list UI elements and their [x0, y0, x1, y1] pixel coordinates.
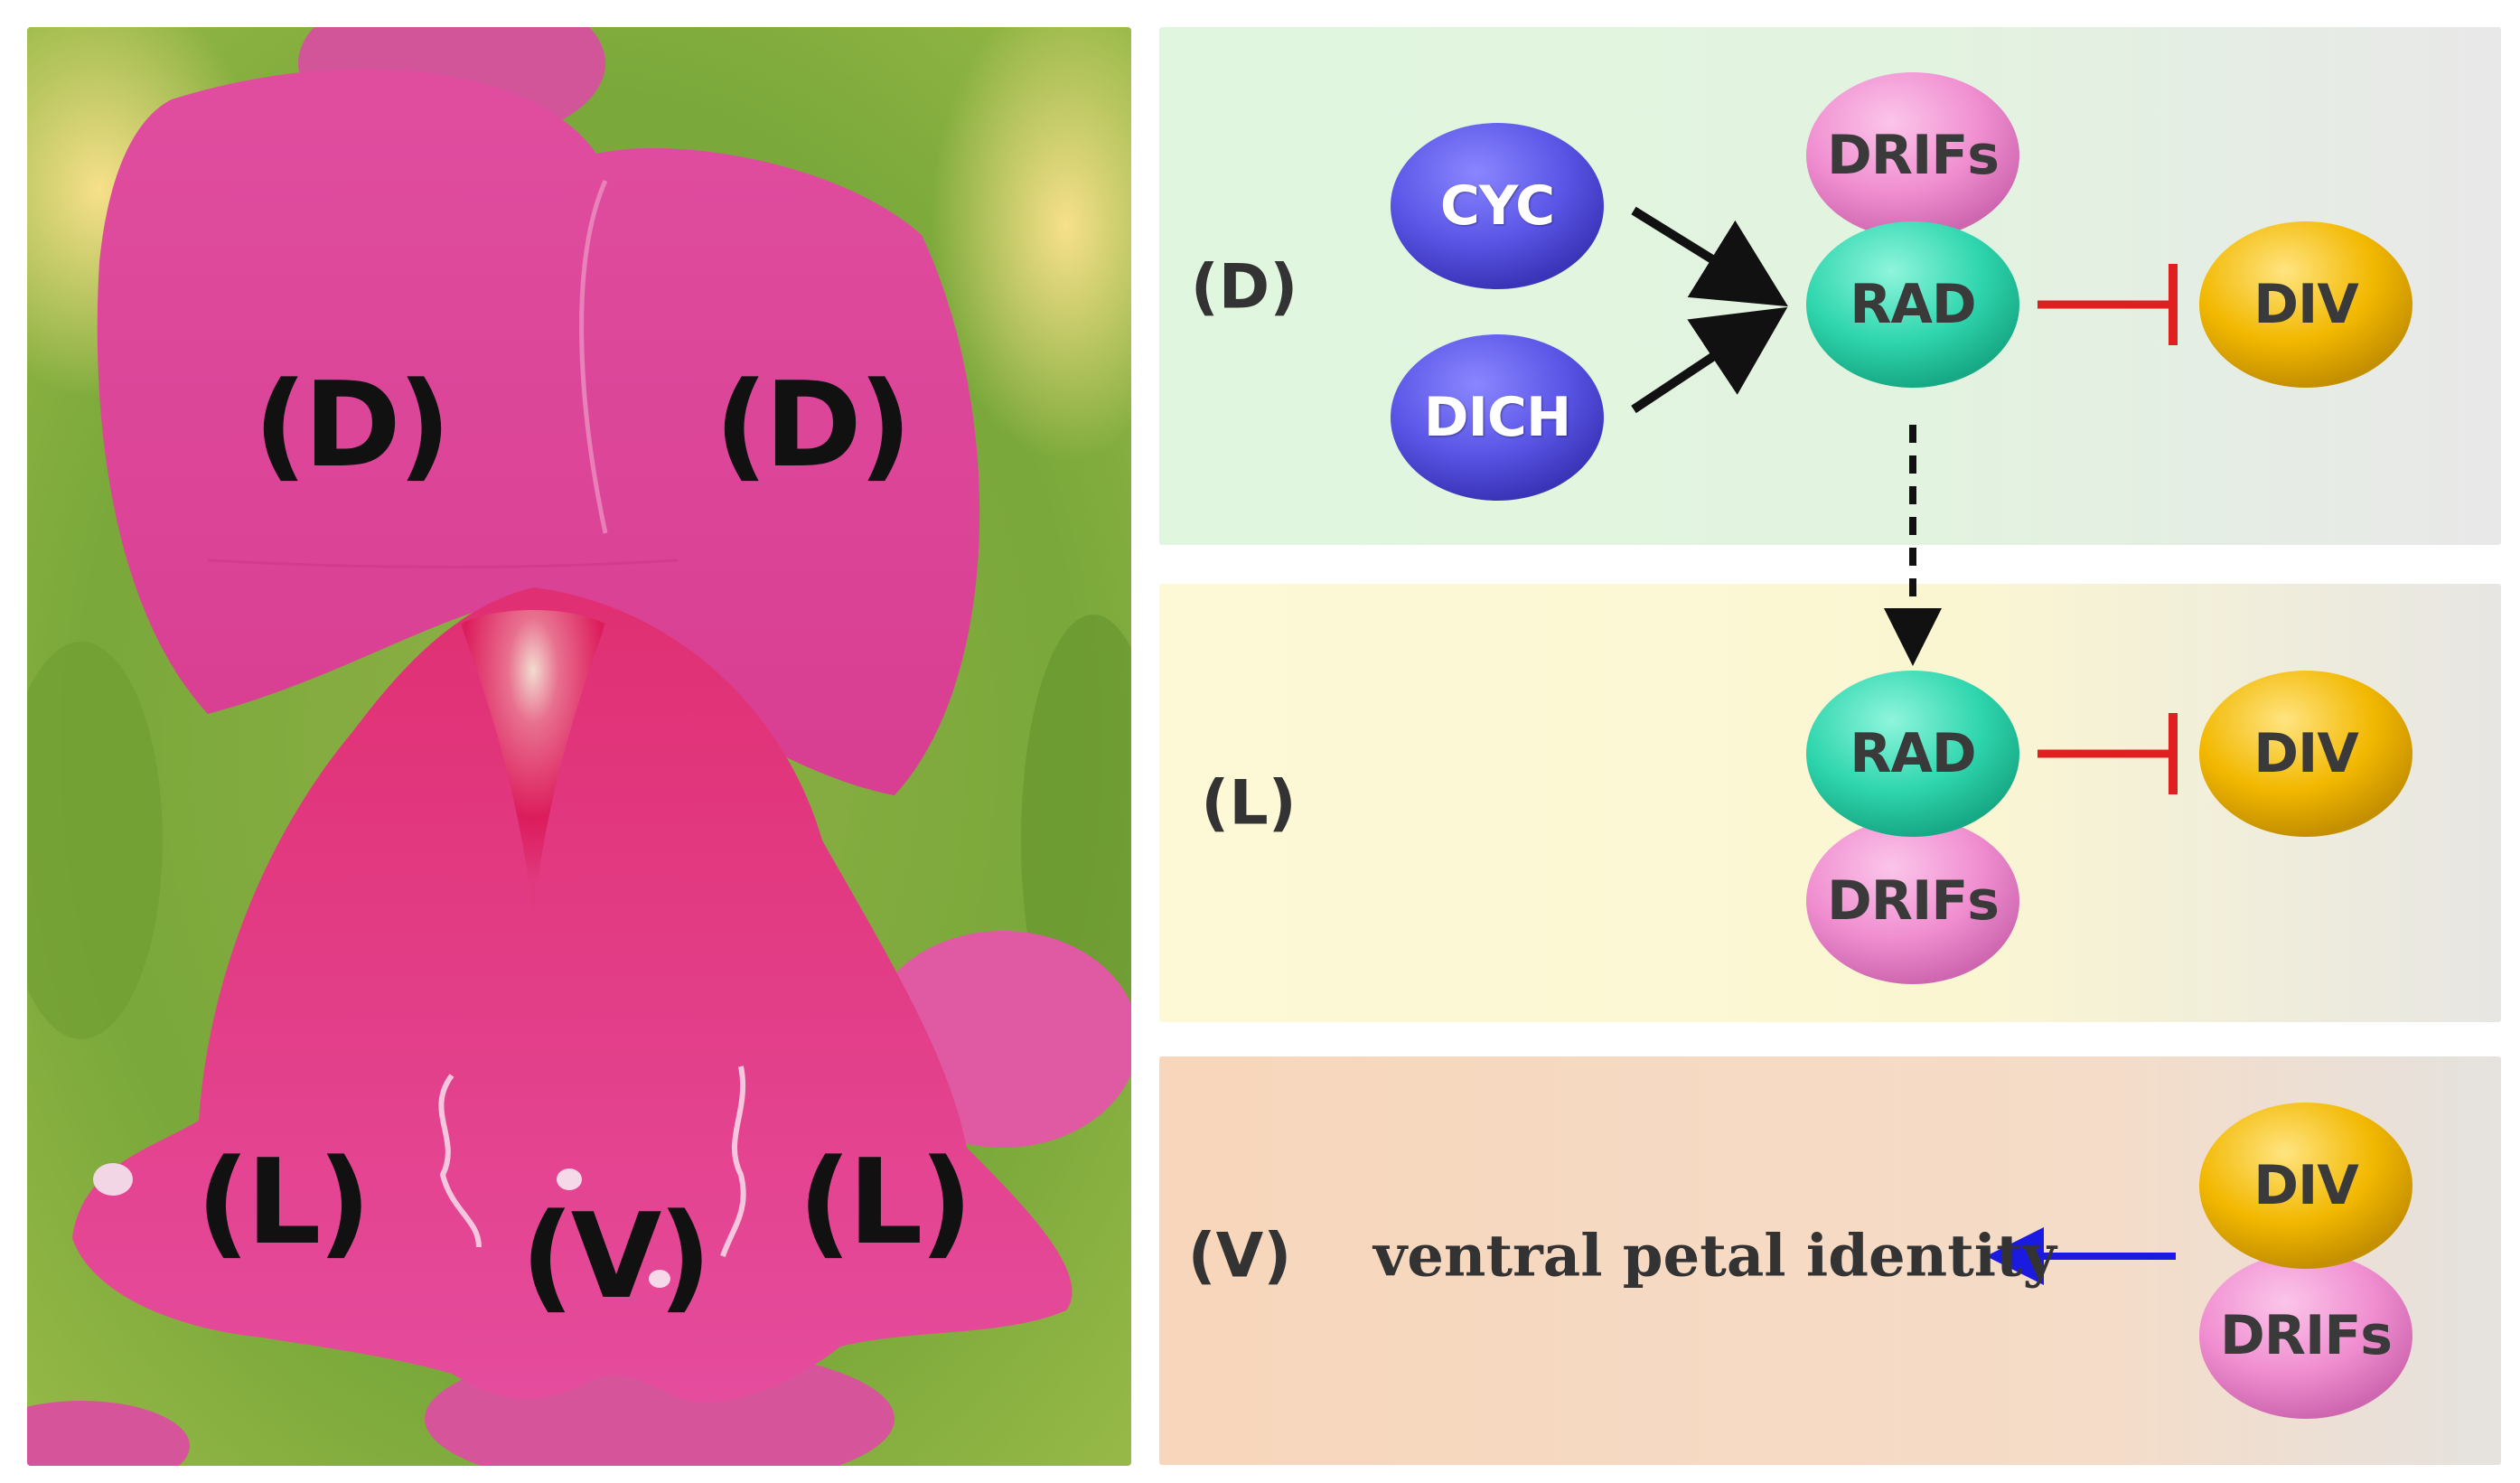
node-drifs-lateral: [1806, 818, 2019, 984]
photo-label-ventral: (V): [520, 1187, 711, 1325]
photo-label-lateral-right: (L): [798, 1133, 973, 1271]
flower-illustration: [27, 27, 1131, 1466]
node-label-dich: DICH: [1423, 386, 1571, 449]
node-drifs-ventral: [2199, 1253, 2412, 1419]
node-rad-dorsal: [1806, 221, 2019, 388]
row-label-ventral: (V): [1187, 1220, 1292, 1292]
node-label-cyc: CYC: [1439, 174, 1555, 238]
flower-photo: (D) (D) (L) (V) (L): [27, 27, 1131, 1466]
row-label-lateral: (L): [1201, 767, 1297, 840]
photo-label-lateral-left: (L): [196, 1133, 371, 1271]
photo-label-dorsal-left: (D): [253, 356, 452, 493]
arrow-dich-to-rad: [1631, 306, 1788, 414]
node-label-drifs-lateral: DRIFs: [1826, 869, 2000, 933]
node-dich: [1391, 334, 1604, 501]
node-cyc: [1391, 123, 1604, 289]
node-label-rad-dorsal: RAD: [1850, 273, 1976, 336]
node-div-ventral: [2199, 1103, 2412, 1269]
node-div-lateral: [2199, 671, 2412, 837]
node-rad-lateral: [1806, 671, 2019, 837]
node-div-dorsal: [2199, 221, 2412, 388]
ventral-petal-identity-text: ventral petal identity: [1373, 1222, 2056, 1291]
node-label-rad-lateral: RAD: [1850, 722, 1976, 785]
node-drifs-dorsal: [1806, 72, 2019, 239]
node-label-div-ventral: DIV: [2253, 1154, 2359, 1217]
node-label-drifs-ventral: DRIFs: [2219, 1304, 2393, 1367]
arrow-cyc-to-rad: [1631, 206, 1788, 307]
node-label-div-dorsal: DIV: [2253, 273, 2359, 336]
row-label-dorsal: (D): [1190, 251, 1298, 324]
photo-label-dorsal-right: (D): [714, 356, 913, 493]
node-label-drifs-dorsal: DRIFs: [1826, 124, 2000, 187]
node-label-div-lateral: DIV: [2253, 722, 2359, 785]
